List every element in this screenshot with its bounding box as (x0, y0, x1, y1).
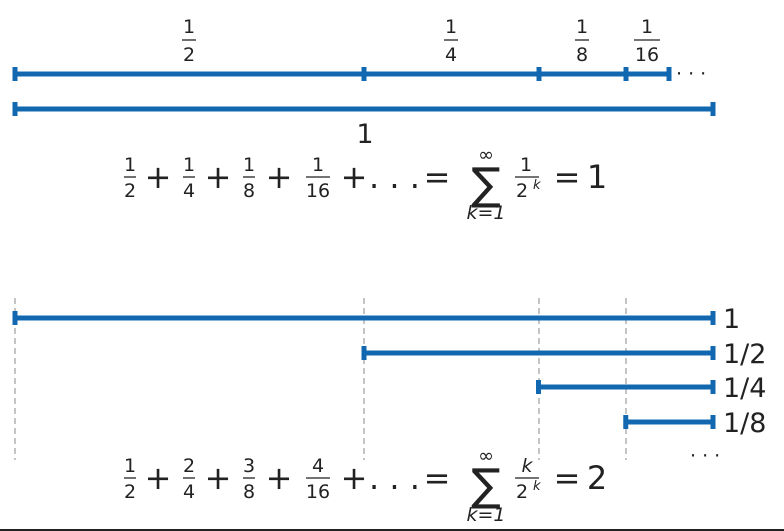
sum-lower-limit: k=1 (466, 504, 505, 526)
term: 1 2 (124, 154, 136, 202)
stacked-bars: 1 1/21/4 1/8 (12, 304, 766, 439)
plus-sign: + (205, 459, 232, 497)
sum-upper-limit: ∞ (478, 445, 494, 467)
svg-text:8: 8 (243, 481, 255, 503)
svg-text:16: 16 (306, 180, 330, 202)
top-label-num: 1 (183, 16, 195, 38)
equals-sign: = (424, 158, 451, 196)
top-label-num: 1 (641, 16, 653, 38)
plus-sign: + (145, 158, 172, 196)
term: 4 16 (306, 455, 330, 503)
plus-sign: + (205, 158, 232, 196)
bottom-ellipsis: · · · (690, 445, 720, 467)
term: 1 16 (306, 154, 330, 202)
equals-sign: = (554, 158, 581, 196)
svg-text:1: 1 (243, 154, 255, 176)
top-ellipsis: · · · (676, 63, 706, 85)
term: 2 4 (183, 455, 195, 503)
svg-text:k: k (533, 479, 541, 494)
top-partition-diagram: 1 2 1 4 1 8 1 16 · · · 1 (12, 16, 716, 150)
guide-lines (14, 298, 627, 460)
svg-text:1: 1 (183, 154, 195, 176)
top-segment-label-sixteenth: 1 16 (634, 16, 660, 66)
top-segment-label-half: 1 2 (182, 16, 196, 66)
svg-text:1: 1 (124, 455, 136, 477)
plus-sign: + (266, 158, 293, 196)
term: 3 8 (243, 455, 255, 503)
ellipsis: . . . (369, 459, 420, 497)
sum-upper-limit: ∞ (478, 144, 494, 166)
sigma-icon: ∑ (471, 159, 501, 210)
term: 1 4 (183, 154, 195, 202)
unit-segment-label: 1 (356, 119, 373, 150)
sum-lower-limit: k=1 (466, 202, 505, 224)
svg-text:2: 2 (124, 481, 136, 503)
svg-text:4: 4 (183, 180, 195, 202)
sum-result: 1 (587, 158, 607, 196)
top-label-num: 1 (445, 16, 457, 38)
top-segment-label-quarter: 1 4 (444, 16, 458, 66)
plus-sign: + (145, 459, 172, 497)
svg-text:1: 1 (520, 154, 532, 176)
top-label-den: 4 (445, 44, 457, 66)
svg-text:4: 4 (183, 481, 195, 503)
svg-text:2: 2 (516, 180, 528, 202)
summand: k 2 k (515, 455, 541, 503)
svg-text:8: 8 (243, 180, 255, 202)
summand: 1 2 k (515, 154, 541, 202)
svg-text:k: k (533, 178, 541, 193)
bar-label: 1/2 (723, 339, 766, 370)
bottom-equation: 1 2 + 2 4 + 3 8 + 4 16 + . . . = ∞ ∑ k=1… (124, 445, 607, 526)
top-label-den: 16 (635, 44, 659, 66)
bar-label: 1/8 (723, 408, 766, 439)
svg-text:2: 2 (124, 180, 136, 202)
svg-text:1: 1 (312, 154, 324, 176)
top-equation: 1 2 + 1 4 + 1 8 + 1 16 + . . . = ∞ ∑ k=1… (124, 144, 607, 224)
top-label-num: 1 (576, 16, 588, 38)
plus-sign: + (341, 459, 368, 497)
sigma-icon: ∑ (471, 460, 501, 511)
top-segment-label-eighth: 1 8 (575, 16, 589, 66)
plus-sign: + (341, 158, 368, 196)
top-label-den: 8 (576, 44, 588, 66)
bar-label: 1 (723, 304, 740, 335)
equals-sign: = (424, 459, 451, 497)
svg-text:1: 1 (124, 154, 136, 176)
top-label-den: 2 (183, 44, 195, 66)
sum-result: 2 (587, 459, 607, 497)
equals-sign: = (554, 459, 581, 497)
plus-sign: + (266, 459, 293, 497)
svg-text:k: k (521, 455, 533, 477)
term: 1 8 (243, 154, 255, 202)
svg-text:16: 16 (306, 481, 330, 503)
ellipsis: . . . (369, 158, 420, 196)
svg-text:2: 2 (516, 481, 528, 503)
svg-text:3: 3 (243, 455, 255, 477)
svg-text:2: 2 (183, 455, 195, 477)
svg-text:4: 4 (312, 455, 324, 477)
bar-label: 1/4 (723, 373, 766, 404)
term: 1 2 (124, 455, 136, 503)
